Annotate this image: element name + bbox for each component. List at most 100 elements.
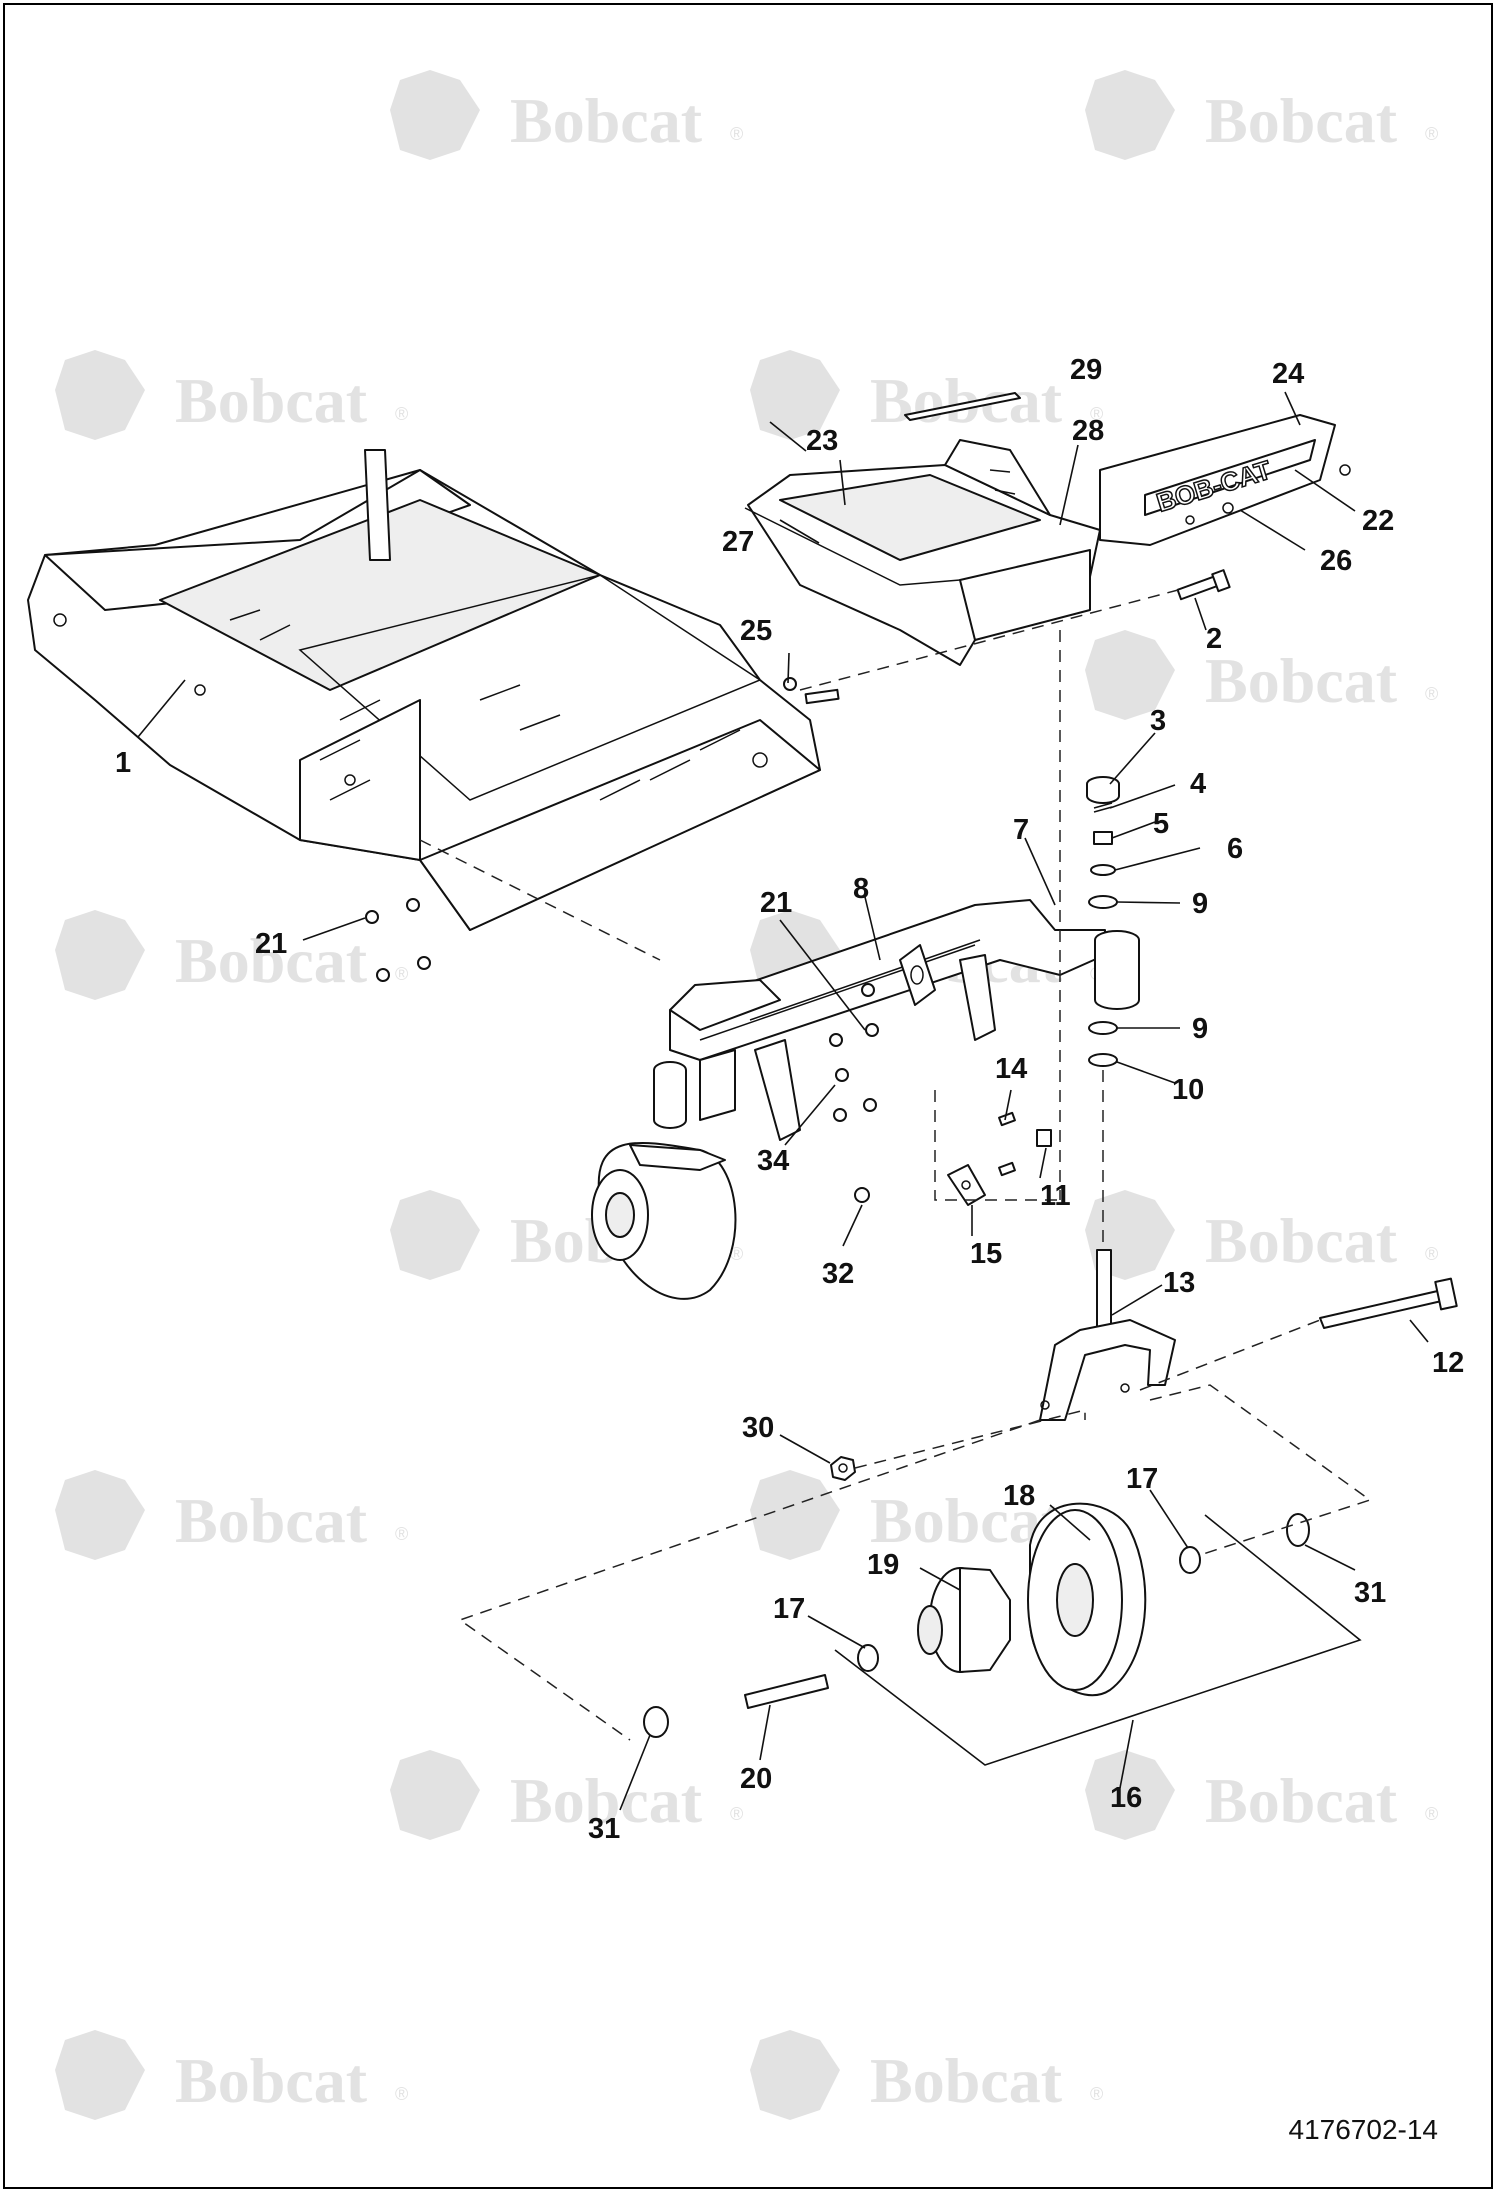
callout-26: 26	[1320, 545, 1352, 577]
watermark-text: Bobcat	[870, 2045, 1063, 2116]
watermark-text: Bobcat	[175, 365, 368, 436]
callout-3: 3	[1150, 705, 1166, 737]
bobcat-logo-icon	[750, 350, 840, 440]
small-hardware	[365, 898, 1052, 1203]
callout-16: 16	[1110, 1782, 1142, 1814]
bobcat-logo-icon	[1085, 1750, 1175, 1840]
callout-6: 6	[1227, 833, 1243, 865]
watermark-reg: ®	[1425, 124, 1438, 144]
callout-20: 20	[740, 1763, 772, 1795]
bobcat-logo-icon	[390, 70, 480, 160]
watermark: Bobcat ®	[1085, 630, 1438, 720]
bobcat-logo-icon	[55, 910, 145, 1000]
watermark-text: Bobcat	[870, 365, 1063, 436]
axle-bolt-12	[1319, 1277, 1458, 1329]
callout-11: 11	[1040, 1180, 1071, 1212]
watermark-reg: ®	[1090, 2084, 1103, 2104]
watermark-text: Bobcat	[510, 85, 703, 156]
callout-17b: 17	[773, 1593, 805, 1625]
plate-15	[947, 1164, 986, 1206]
callout-27: 27	[722, 526, 754, 558]
callout-30: 30	[742, 1412, 774, 1444]
callout-34: 34	[757, 1145, 789, 1177]
watermark-reg: ®	[395, 404, 408, 424]
callout-1: 1	[115, 747, 131, 779]
main-frame	[27, 449, 821, 931]
callout-29: 29	[1070, 354, 1102, 386]
callout-9b: 9	[1192, 1013, 1208, 1045]
watermark: Bobcat ®	[750, 350, 1103, 440]
watermark-reg: ®	[1425, 1244, 1438, 1264]
callout-13: 13	[1163, 1267, 1195, 1299]
watermark-reg: ®	[1425, 684, 1438, 704]
callout-9a: 9	[1192, 888, 1208, 920]
callout-31a: 31	[1354, 1577, 1386, 1609]
callouts: 1 2 3 4 5 6 7 8 9 9 10 11 12 13 14 15 16…	[115, 354, 1464, 1845]
bracket-8	[899, 944, 936, 1006]
watermark-reg: ®	[395, 2084, 408, 2104]
callout-15: 15	[970, 1238, 1002, 1270]
watermark: Bobcat ®	[55, 350, 408, 440]
watermark-reg: ®	[1425, 1804, 1438, 1824]
watermark: Bobcat ®	[55, 1470, 408, 1560]
watermarks: Bobcat ® Bobcat ® Bobcat ® Bobcat ® Bobc…	[55, 70, 1438, 2120]
watermark-text: Bobcat	[175, 1485, 368, 1556]
callout-10: 10	[1172, 1074, 1204, 1106]
callout-23: 23	[806, 425, 838, 457]
hardware-stack	[1086, 776, 1120, 1067]
callout-24: 24	[1272, 358, 1304, 390]
bobcat-logo-icon	[55, 350, 145, 440]
assembly-lines	[419, 589, 1372, 1741]
foot-plate	[744, 439, 1101, 666]
watermark-reg: ®	[730, 124, 743, 144]
assembly-brackets	[834, 1514, 1362, 1766]
callout-7: 7	[1013, 814, 1029, 846]
watermark-text: Bobcat	[175, 2045, 368, 2116]
callout-2: 2	[1206, 623, 1222, 655]
callout-14: 14	[995, 1053, 1027, 1085]
bobcat-logo-icon	[1085, 630, 1175, 720]
watermark-reg: ®	[730, 1804, 743, 1824]
callout-31b: 31	[588, 1813, 620, 1845]
watermark-text: Bobcat	[1205, 1205, 1398, 1276]
watermark: Bobcat ®	[1085, 1750, 1438, 1840]
callout-21b: 21	[760, 887, 792, 919]
watermark: Bobcat ®	[1085, 70, 1438, 160]
bobcat-logo-icon	[390, 1750, 480, 1840]
callout-21a: 21	[255, 928, 287, 960]
callout-4: 4	[1190, 768, 1206, 800]
watermark-reg: ®	[730, 1244, 743, 1264]
callout-28: 28	[1072, 415, 1104, 447]
decal-strip	[904, 392, 1021, 421]
nut-30	[830, 1456, 856, 1481]
bobcat-logo-icon	[1085, 70, 1175, 160]
bobcat-logo-icon	[750, 2030, 840, 2120]
bolt-25	[783, 677, 840, 705]
callout-18: 18	[1003, 1480, 1035, 1512]
callout-19: 19	[867, 1549, 899, 1581]
exploded-wheel	[643, 1502, 1310, 1738]
watermark-text: Bobcat	[510, 1765, 703, 1836]
callout-17a: 17	[1126, 1463, 1158, 1495]
leader-lines	[137, 391, 1429, 1811]
callout-25: 25	[740, 615, 772, 647]
watermark-reg: ®	[395, 1524, 408, 1544]
bobcat-logo-icon	[390, 1190, 480, 1280]
watermark: Bobcat ®	[750, 2030, 1103, 2120]
watermark: Bobcat ®	[750, 1470, 1103, 1560]
diagram-frame	[3, 3, 1493, 2189]
watermark: Bobcat ®	[1085, 1190, 1438, 1280]
left-caster-wheel	[591, 1141, 737, 1300]
front-axle	[653, 899, 1140, 1141]
watermark-reg: ®	[1090, 404, 1103, 424]
watermark-text: Bobcat	[1205, 85, 1398, 156]
watermark: Bobcat ®	[55, 2030, 408, 2120]
watermark-text: Bobcat	[1205, 645, 1398, 716]
watermark: Bobcat ®	[390, 70, 743, 160]
bobcat-logo-icon	[55, 2030, 145, 2120]
bobcat-logo-icon	[55, 1470, 145, 1560]
watermark: Bobcat ®	[390, 1750, 743, 1840]
callout-5: 5	[1153, 808, 1169, 840]
watermark-text: Bobcat	[175, 925, 368, 996]
